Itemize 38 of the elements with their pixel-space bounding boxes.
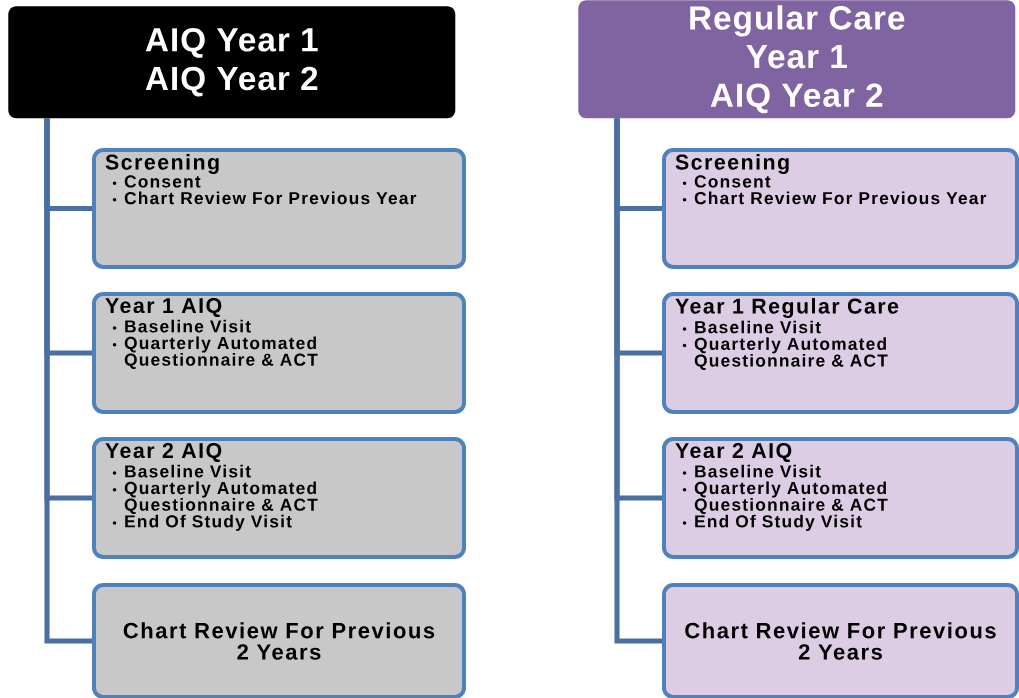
box-heading: Year 2 AIQ (105, 443, 222, 463)
bullet-item: End Of Study Visit (695, 514, 862, 531)
bullet-item: Baseline Visit (125, 464, 251, 478)
process-box (662, 437, 1019, 559)
bullet-item: Chart Review For Previous Year (124, 191, 417, 205)
bullet-item: Consent (694, 175, 771, 188)
bullet-item: Quarterly Automated Questionnaire & ACT (124, 336, 318, 370)
bullet-item: Quarterly Automated Questionnaire & ACT (694, 337, 888, 370)
process-box (662, 583, 1019, 698)
connector-line (44, 118, 92, 644)
header-text: AIQ Year 1 (145, 28, 318, 58)
header-text: AIQ Year 2 (710, 83, 883, 114)
box-heading: Year 1 AIQ (105, 298, 222, 318)
box-heading: Screening (105, 154, 219, 174)
header-box (578, 0, 1016, 119)
bullet-item: Quarterly Automated Questionnaire & ACT (694, 481, 888, 515)
bullet-item: Baseline Visit (125, 319, 251, 333)
bullet-item: Consent (124, 175, 201, 188)
bullet-item: Baseline Visit (695, 320, 821, 334)
bullet-item: Chart Review For Previous Year (694, 191, 987, 205)
process-box (662, 292, 1019, 414)
bullet-item: Quarterly Automated Questionnaire & ACT (124, 481, 318, 515)
process-box (92, 437, 466, 559)
bullet-item: End Of Study Visit (125, 514, 292, 531)
process-box (92, 583, 466, 698)
header-text: AIQ Year 2 (145, 66, 318, 97)
process-box (92, 148, 466, 269)
box-text: Chart Review For Previous 2 Years (685, 622, 996, 660)
box-heading: Year 2 AIQ (675, 443, 792, 463)
header-text: Regular Care Year 1 (690, 5, 905, 69)
box-heading: Year 1 Regular Care (675, 298, 899, 318)
process-box (662, 148, 1019, 269)
process-box (92, 292, 466, 414)
bullet-item: Baseline Visit (695, 464, 821, 478)
connector-line (614, 118, 662, 644)
box-heading: Screening (675, 154, 789, 174)
box-text: Chart Review For Previous 2 Years (123, 622, 435, 660)
header-box (8, 6, 456, 119)
